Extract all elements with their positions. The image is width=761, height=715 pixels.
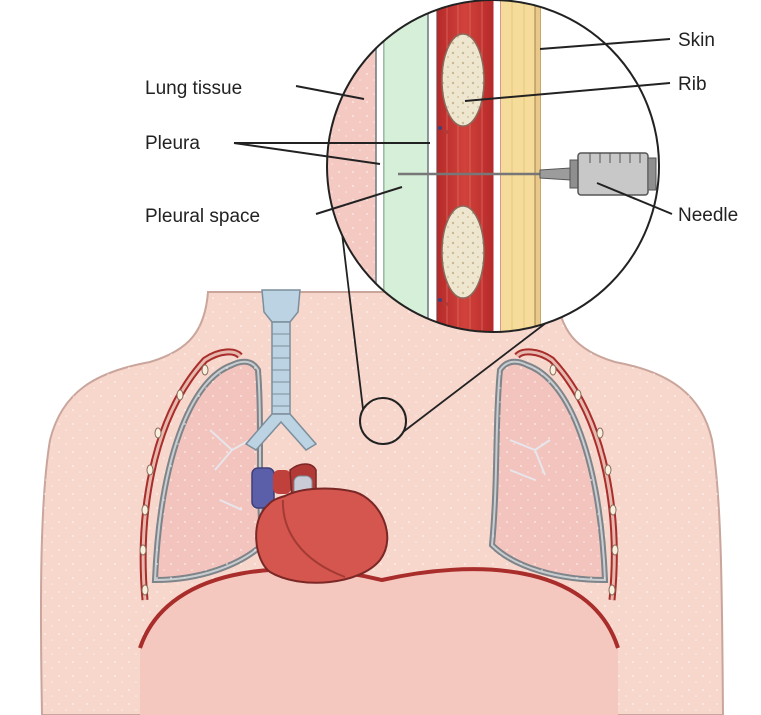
label-needle: Needle [678, 205, 738, 226]
label-pleural-space: Pleural space [145, 206, 260, 227]
diaphragm [140, 569, 618, 715]
label-rib: Rib [678, 74, 707, 95]
label-skin: Skin [678, 30, 715, 51]
label-pleura: Pleura [145, 133, 200, 154]
label-lung-tissue: Lung tissue [145, 78, 242, 99]
